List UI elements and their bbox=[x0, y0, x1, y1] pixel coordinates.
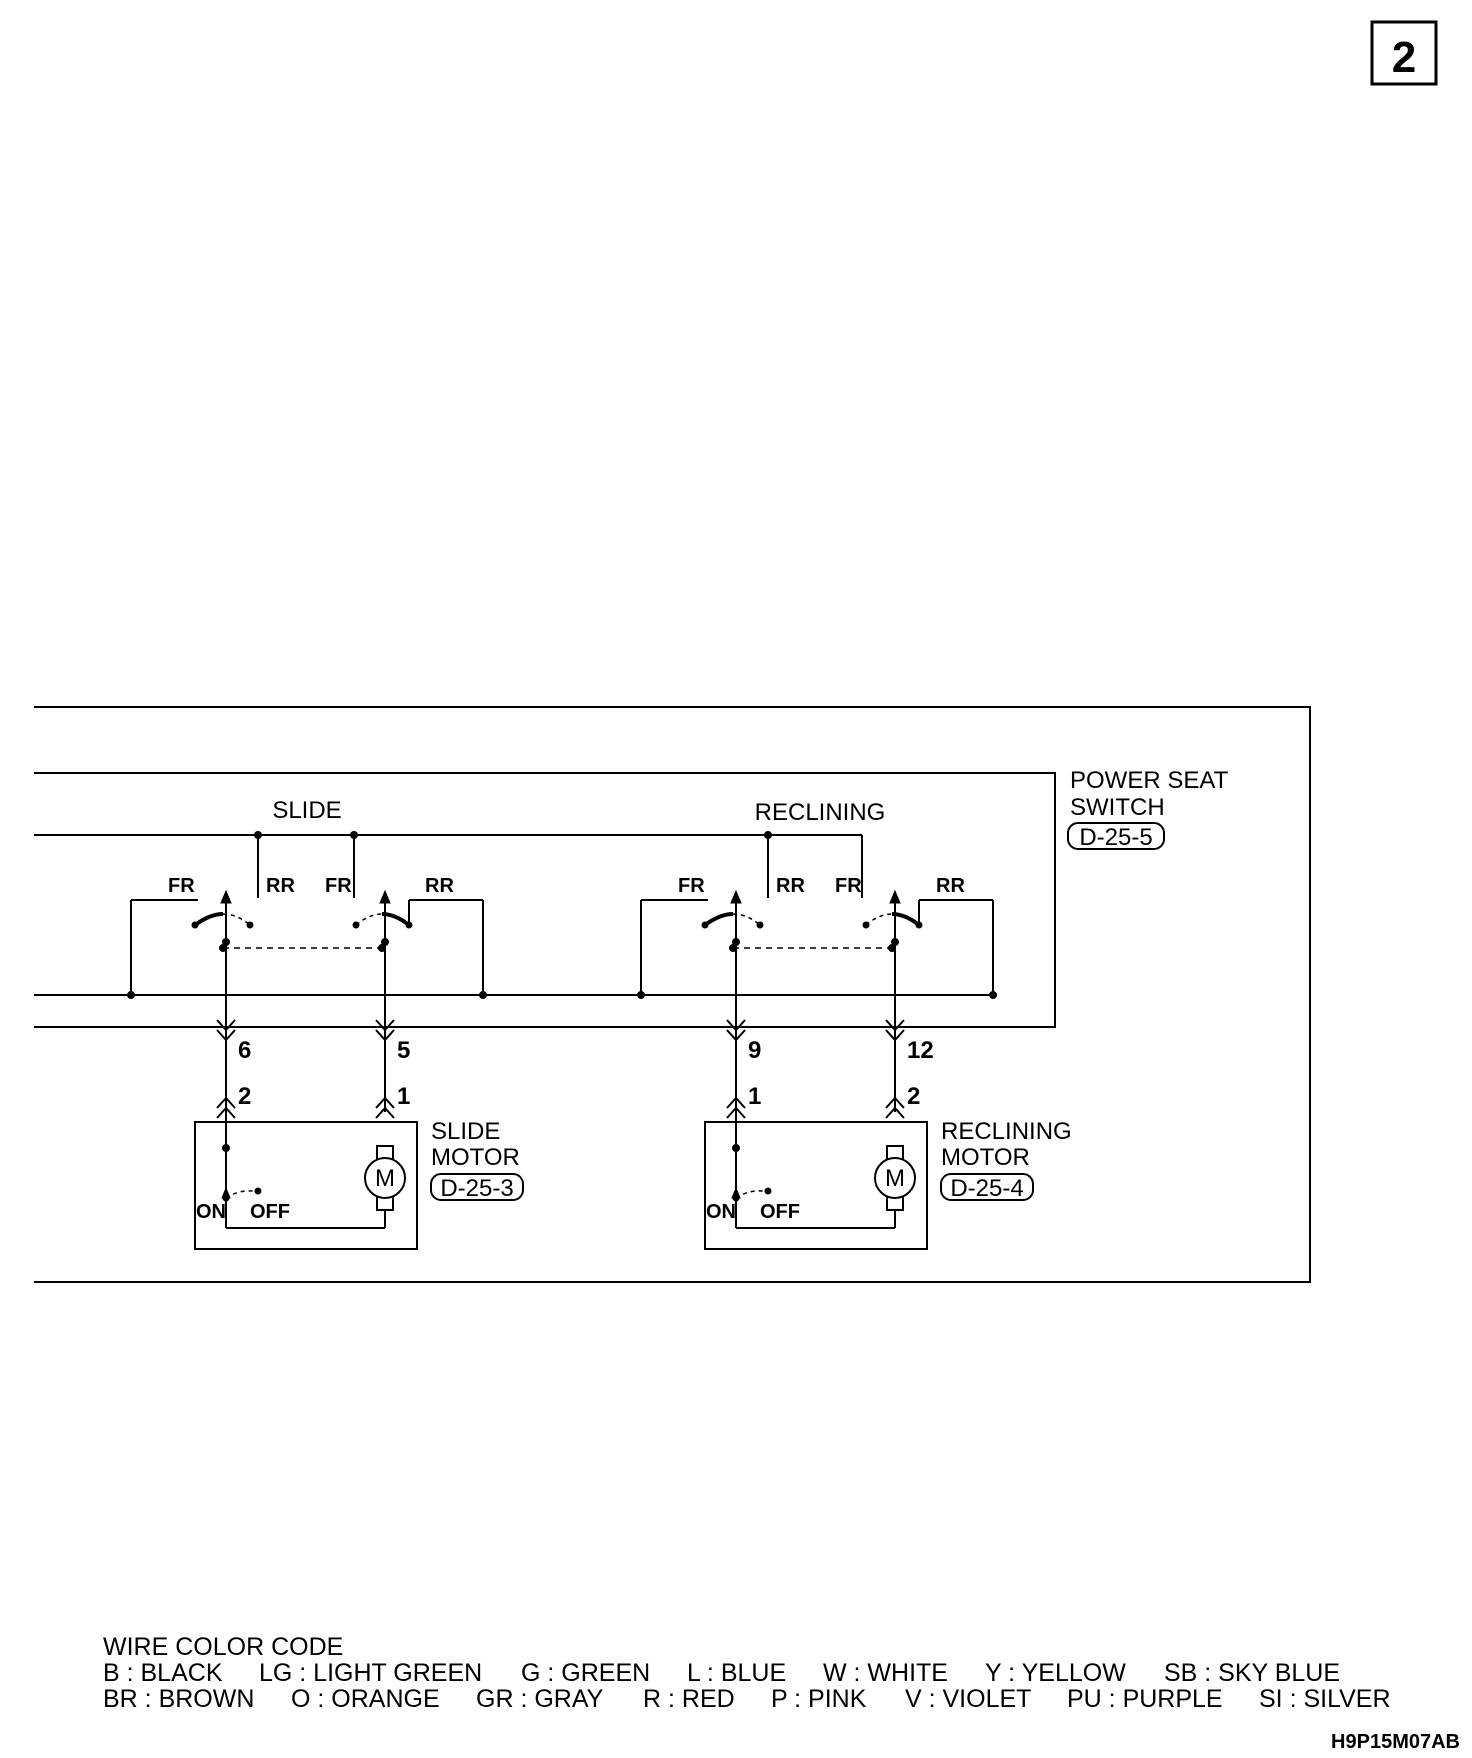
reclining-motor-pin-a: 1 bbox=[748, 1083, 761, 1110]
reclining-motor-off: OFF bbox=[760, 1201, 800, 1223]
legend-title: WIRE COLOR CODE bbox=[103, 1633, 343, 1661]
legend-entry: W : WHITE bbox=[823, 1659, 948, 1687]
slide-motor-connector-id: D-25-3 bbox=[440, 1175, 513, 1202]
svg-text:RR: RR bbox=[425, 875, 454, 897]
legend-entry: SI : SILVER bbox=[1259, 1685, 1391, 1713]
reclining-motor-on: ON bbox=[706, 1201, 736, 1223]
slide-switch-pin-a: 6 bbox=[238, 1037, 251, 1064]
slide-label: SLIDE bbox=[272, 797, 341, 824]
slide-motor-symbol: M bbox=[375, 1165, 395, 1192]
slide-motor-connector-box bbox=[430, 1173, 524, 1201]
reclining-motor-connector-id: D-25-4 bbox=[950, 1175, 1023, 1202]
legend-entry: B : BLACK bbox=[103, 1659, 223, 1687]
reclining-motor-connector-box bbox=[940, 1173, 1034, 1201]
svg-text:FR: FR bbox=[678, 875, 705, 897]
switch-connector-box bbox=[1067, 822, 1165, 850]
switch-title-line1: POWER SEAT bbox=[1070, 767, 1229, 794]
switch-connector-chevrons bbox=[216, 1019, 905, 1042]
svg-text:RR: RR bbox=[936, 875, 965, 897]
legend-row-2: BR : BROWN O : ORANGE GR : GRAY R : RED … bbox=[103, 1685, 1391, 1713]
slide-switch-pin-b: 5 bbox=[397, 1037, 410, 1064]
slide-motor-on: ON bbox=[196, 1201, 226, 1223]
slide-motor-off: OFF bbox=[250, 1201, 290, 1223]
reclining-motor-title-line2: MOTOR bbox=[941, 1144, 1030, 1171]
page-number-box bbox=[1370, 20, 1438, 86]
legend-entry: LG : LIGHT GREEN bbox=[259, 1659, 482, 1687]
switch-connector-id: D-25-5 bbox=[1079, 824, 1152, 851]
legend-entry: Y : YELLOW bbox=[985, 1659, 1126, 1687]
slide-motor: M ON OFF bbox=[194, 1121, 418, 1250]
legend-entry: SB : SKY BLUE bbox=[1164, 1659, 1340, 1687]
switch-title-line2: SWITCH bbox=[1070, 794, 1165, 821]
motor-wires bbox=[225, 895, 896, 1228]
reclining-switch bbox=[635, 898, 999, 1001]
slide-motor-pin-b: 1 bbox=[397, 1083, 410, 1110]
legend-entry: L : BLUE bbox=[687, 1659, 786, 1687]
reclining-label: RECLINING bbox=[755, 799, 886, 826]
legend-entry: P : PINK bbox=[771, 1685, 867, 1713]
slide-motor-title-line1: SLIDE bbox=[431, 1118, 500, 1145]
legend-entry: PU : PURPLE bbox=[1067, 1685, 1223, 1713]
legend-entry: G : GREEN bbox=[521, 1659, 650, 1687]
reclining-motor-pin-b: 2 bbox=[907, 1083, 920, 1110]
svg-text:RR: RR bbox=[776, 875, 805, 897]
reclining-motor-title-line1: RECLINING bbox=[941, 1118, 1072, 1145]
wire-junction-dots bbox=[222, 938, 899, 946]
legend-entry: O : ORANGE bbox=[291, 1685, 440, 1713]
reclining-switch-pin-b: 12 bbox=[907, 1037, 934, 1064]
svg-text:RR: RR bbox=[266, 875, 295, 897]
slide-switch bbox=[125, 898, 489, 1001]
slide-motor-title-line2: MOTOR bbox=[431, 1144, 520, 1171]
reclining-switch-pin-a: 9 bbox=[748, 1037, 761, 1064]
legend-row-1: B : BLACK LG : LIGHT GREEN G : GREEN L :… bbox=[103, 1659, 1340, 1687]
svg-text:FR: FR bbox=[325, 875, 352, 897]
reclining-motor: M ON OFF bbox=[704, 1121, 928, 1250]
slide-switch-labels: FR RR FR RR bbox=[168, 875, 454, 897]
legend-entry: BR : BROWN bbox=[103, 1685, 254, 1713]
page-number: 2 bbox=[1392, 33, 1416, 82]
legend-entry: V : VIOLET bbox=[905, 1685, 1031, 1713]
outer-harness-frame bbox=[34, 706, 1311, 1283]
legend-entry: R : RED bbox=[643, 1685, 735, 1713]
motor-connector-chevrons bbox=[216, 1096, 905, 1119]
reclining-switch-labels: FR RR FR RR bbox=[678, 875, 965, 897]
slide-motor-pin-a: 2 bbox=[238, 1083, 251, 1110]
legend-entry: GR : GRAY bbox=[476, 1685, 604, 1713]
reclining-motor-symbol: M bbox=[885, 1165, 905, 1192]
svg-text:FR: FR bbox=[168, 875, 195, 897]
svg-text:FR: FR bbox=[835, 875, 862, 897]
switch-arrowheads bbox=[220, 889, 901, 904]
drawing-code: H9P15M07AB bbox=[1331, 1731, 1460, 1753]
power-seat-switch-box bbox=[34, 772, 1056, 1028]
